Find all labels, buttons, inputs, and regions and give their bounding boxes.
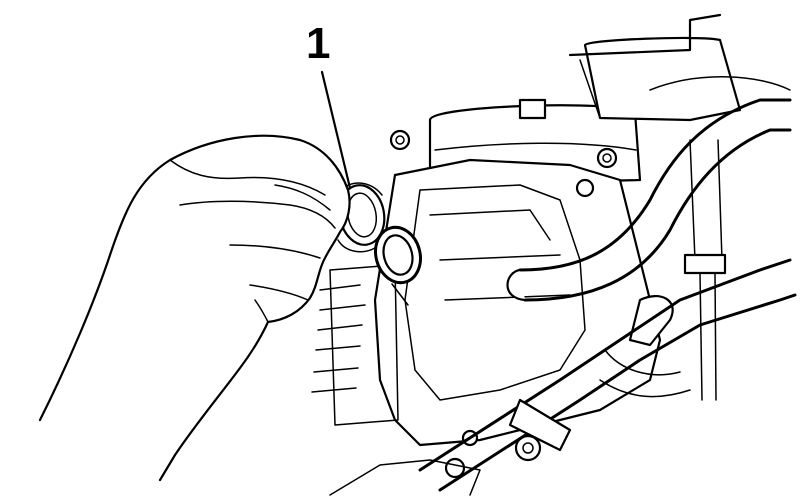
upper-components (329, 13, 797, 496)
callout-number: 1 (306, 19, 331, 68)
hand (38, 134, 351, 482)
callout-leader-line (320, 70, 352, 190)
engine-housing (311, 98, 662, 479)
o-ring (374, 225, 422, 306)
